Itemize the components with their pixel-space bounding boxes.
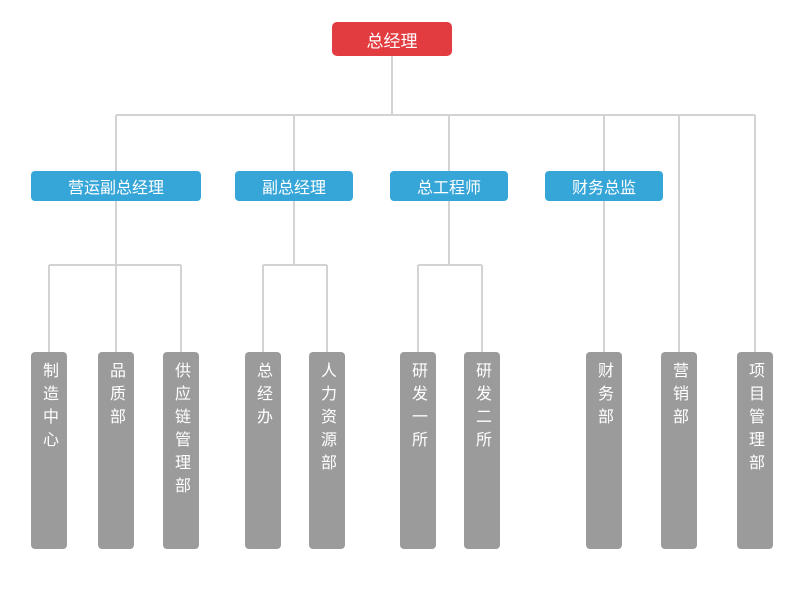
org-node-general-manager: 总经理 bbox=[332, 22, 452, 56]
org-node-label: 研发一所 bbox=[409, 362, 428, 454]
org-node-rd-institute-2: 研发二所 bbox=[464, 352, 500, 549]
org-node-label: 研发二所 bbox=[473, 362, 492, 454]
org-node-rd-institute-1: 研发一所 bbox=[400, 352, 436, 549]
org-node-label: 副总经理 bbox=[261, 178, 326, 197]
org-node-finance-director: 财务总监 bbox=[545, 171, 663, 201]
org-node-label: 营运副总经理 bbox=[67, 178, 164, 197]
org-node-label: 人力资源部 bbox=[318, 362, 337, 477]
org-node-hr-dept: 人力资源部 bbox=[309, 352, 345, 549]
org-node-label: 品质部 bbox=[107, 362, 126, 431]
org-node-quality-dept: 品质部 bbox=[98, 352, 134, 549]
org-node-operations-vp: 营运副总经理 bbox=[31, 171, 201, 201]
org-node-label: 总工程师 bbox=[416, 178, 481, 197]
org-node-project-management-dept: 项目管理部 bbox=[737, 352, 773, 549]
org-node-chief-engineer: 总工程师 bbox=[390, 171, 508, 201]
org-node-label: 营销部 bbox=[670, 362, 689, 431]
org-node-label: 总经理 bbox=[366, 31, 418, 52]
org-node-label: 制造中心 bbox=[40, 362, 59, 454]
org-node-label: 财务总监 bbox=[571, 178, 636, 197]
org-node-label: 财务部 bbox=[595, 362, 614, 431]
org-node-gm-office: 总经办 bbox=[245, 352, 281, 549]
org-node-marketing-dept: 营销部 bbox=[661, 352, 697, 549]
org-node-supply-chain-dept: 供应链管理部 bbox=[163, 352, 199, 549]
org-node-label: 项目管理部 bbox=[746, 362, 765, 477]
org-node-label: 总经办 bbox=[254, 362, 273, 431]
org-node-label: 供应链管理部 bbox=[172, 362, 191, 500]
org-node-finance-dept: 财务部 bbox=[586, 352, 622, 549]
org-node-manufacturing-center: 制造中心 bbox=[31, 352, 67, 549]
org-node-deputy-gm: 副总经理 bbox=[235, 171, 353, 201]
